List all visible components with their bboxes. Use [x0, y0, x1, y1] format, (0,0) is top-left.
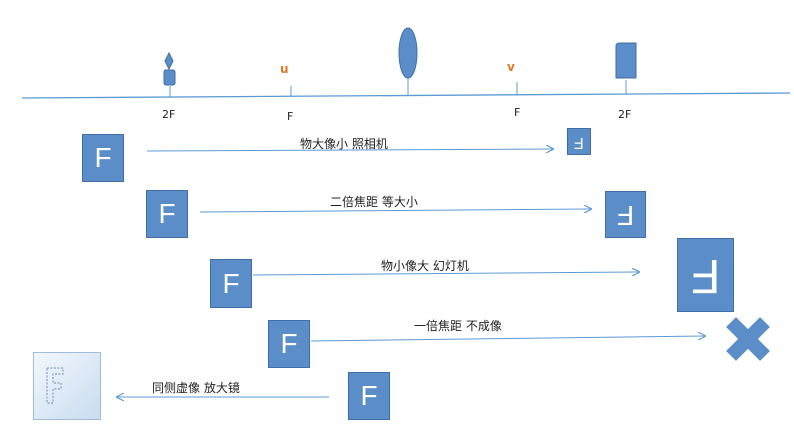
- row4-object: F: [268, 320, 310, 368]
- row1-object: F: [82, 134, 124, 182]
- u-label: u: [280, 62, 289, 76]
- convex-lens-icon: [398, 27, 418, 79]
- row1-caption: 物大像小 照相机: [300, 137, 388, 151]
- row2-image: F: [605, 191, 646, 238]
- row3-object-letter: F: [222, 267, 240, 299]
- row1-image-letter: F: [574, 133, 584, 151]
- row2-object: F: [146, 190, 188, 238]
- row5-caption: 同侧虚像 放大镜: [152, 381, 240, 395]
- row4-object-letter: F: [280, 328, 298, 359]
- label-2f-right: 2F: [618, 108, 632, 121]
- x-mark-icon: [726, 317, 770, 361]
- row3-caption: 物小像大 幻灯机: [381, 259, 469, 273]
- row4-arrow: [310, 336, 705, 342]
- row4-caption: 一倍焦距 不成像: [414, 319, 502, 333]
- label-f-left: F: [287, 110, 294, 123]
- row2-image-letter: F: [616, 199, 635, 231]
- row5-object-letter: F: [360, 380, 378, 411]
- virtual-f-icon: [46, 367, 64, 404]
- candle-icon: [163, 51, 176, 86]
- row3-arrow: [252, 272, 639, 275]
- row3-image: F: [677, 238, 734, 312]
- row3-object: F: [210, 259, 252, 308]
- row1-image: F: [567, 128, 591, 155]
- row2-arrow: [199, 209, 591, 212]
- row1-object-letter: F: [94, 142, 112, 173]
- label-f-right: F: [514, 106, 521, 119]
- screen-icon: [615, 42, 637, 79]
- row2-caption: 二倍焦距 等大小: [330, 195, 418, 209]
- row5-virtual-image: [33, 352, 101, 420]
- optical-axis: [21, 92, 791, 99]
- row2-object-letter: F: [158, 198, 176, 229]
- v-label: v: [507, 60, 515, 74]
- row5-object: F: [348, 372, 390, 420]
- label-2f-left: 2F: [162, 108, 176, 121]
- row1-arrow: [146, 149, 553, 151]
- row3-image-letter: F: [690, 248, 721, 302]
